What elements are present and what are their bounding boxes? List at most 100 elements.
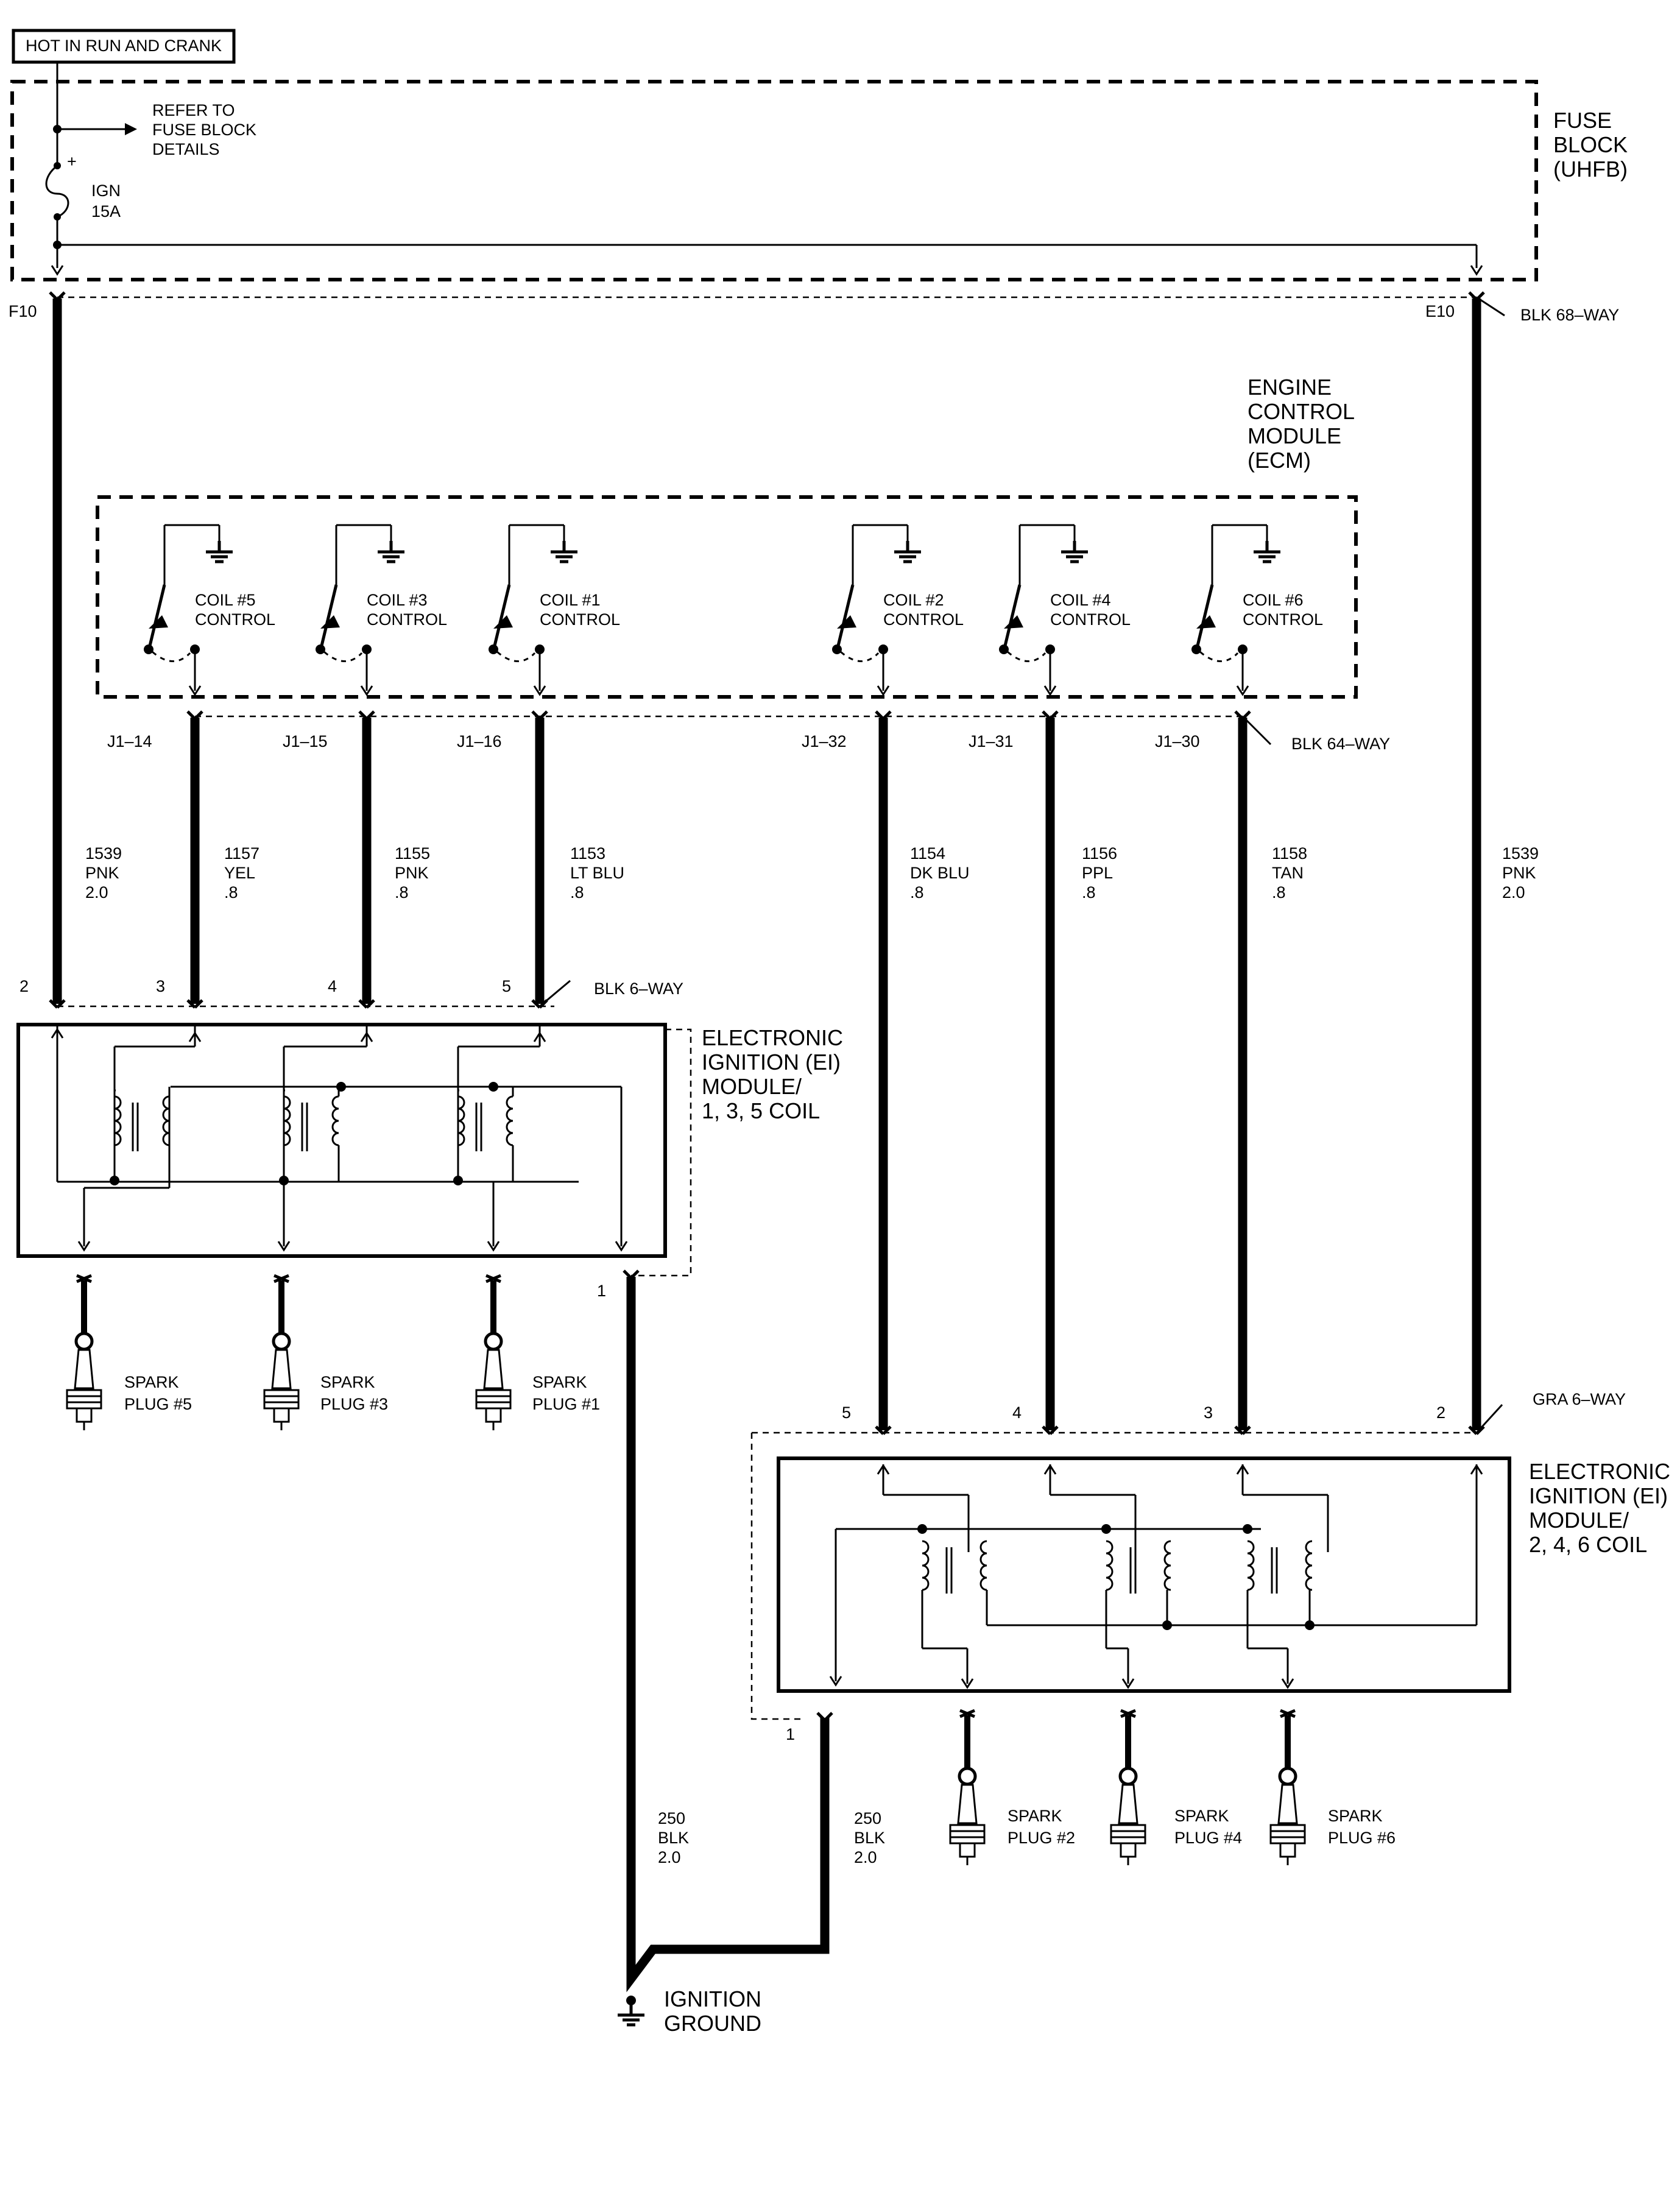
svg-text:PNK: PNK bbox=[395, 864, 429, 882]
fuse-pin-e10: E10 bbox=[1425, 302, 1455, 320]
svg-text:1539: 1539 bbox=[85, 844, 122, 863]
wire-label-1539-right: 1539 PNK 2.0 bbox=[1502, 844, 1539, 902]
ei-a-coil-unit-3 bbox=[453, 1031, 546, 1185]
fuse-block: FUSE BLOCK (UHFB) REFER TO FUSE BLOCK DE… bbox=[10, 62, 1628, 281]
ei-b-coil-unit-2 bbox=[1043, 1464, 1172, 1689]
ecm-title-3: MODULE bbox=[1248, 423, 1341, 448]
spark-plug-5-num: PLUG #5 bbox=[124, 1395, 192, 1413]
ei-b-pin-2: 2 bbox=[1436, 1403, 1445, 1422]
svg-text:BLK: BLK bbox=[658, 1829, 689, 1847]
spark-plug-1-label: SPARK bbox=[532, 1373, 587, 1391]
spark-plug-5-icon bbox=[67, 1276, 101, 1430]
secondary-coil-icon bbox=[506, 1095, 514, 1146]
fuse-plus: + bbox=[67, 152, 77, 171]
ecm-box bbox=[96, 495, 1358, 699]
svg-text:PNK: PNK bbox=[1502, 864, 1536, 882]
svg-text:2.0: 2.0 bbox=[1502, 883, 1525, 902]
wire-label-250-left: 250 BLK 2.0 bbox=[658, 1809, 689, 1866]
secondary-coil-icon bbox=[1305, 1540, 1313, 1591]
spark-plug-5-label: SPARK bbox=[124, 1373, 179, 1391]
svg-text:PPL: PPL bbox=[1082, 864, 1113, 882]
spark-plug-6-label: SPARK bbox=[1328, 1807, 1383, 1825]
ei-a-connector-label: BLK 6–WAY bbox=[594, 980, 683, 998]
wire-250-left bbox=[626, 1277, 830, 1993]
svg-text:.8: .8 bbox=[1082, 883, 1096, 902]
secondary-coil-icon bbox=[331, 1095, 340, 1146]
ei-a-title-1: ELECTRONIC bbox=[702, 1025, 843, 1050]
ground-icon bbox=[206, 541, 233, 562]
spark-plug-3-label: SPARK bbox=[320, 1373, 375, 1391]
fuse-block-title-2: BLOCK bbox=[1553, 132, 1628, 157]
svg-text:.8: .8 bbox=[1272, 883, 1286, 902]
wire-label-1157: 1157 YEL .8 bbox=[224, 844, 259, 902]
svg-text:1539: 1539 bbox=[1502, 844, 1539, 863]
fuse-pin-f10: F10 bbox=[9, 302, 37, 320]
wire-label-1539-left: 1539 PNK 2.0 bbox=[85, 844, 122, 902]
svg-text:.8: .8 bbox=[910, 883, 924, 902]
power-source-text: HOT IN RUN AND CRANK bbox=[26, 37, 222, 55]
ecm-driver-name: COIL #2 bbox=[883, 591, 944, 609]
ei-a-title-2: IGNITION (EI) bbox=[702, 1050, 841, 1075]
ei-b-pin-1: 1 bbox=[786, 1725, 795, 1743]
ei-module-b-coils bbox=[829, 1464, 1483, 1689]
ecm-driver-sub: CONTROL bbox=[883, 610, 964, 629]
ground-icon bbox=[894, 541, 921, 562]
svg-text:.8: .8 bbox=[224, 883, 238, 902]
primary-coil-icon bbox=[921, 1540, 930, 1591]
svg-text:PNK: PNK bbox=[85, 864, 119, 882]
ei-a-coil-unit-1 bbox=[110, 1031, 202, 1185]
svg-text:1157: 1157 bbox=[224, 844, 259, 863]
svg-text:1154: 1154 bbox=[910, 844, 945, 863]
ei-b-title-1: ELECTRONIC bbox=[1529, 1459, 1670, 1484]
spark-plug-2-icon bbox=[950, 1710, 984, 1865]
spark-plug-1-num: PLUG #1 bbox=[532, 1395, 600, 1413]
ground-icon bbox=[618, 2004, 644, 2025]
ei-a-pin-3: 3 bbox=[156, 977, 165, 995]
ecm-pin-j1-16: J1–16 bbox=[457, 732, 502, 750]
ei-a-pin-2: 2 bbox=[19, 977, 29, 995]
primary-coil-icon bbox=[1246, 1540, 1255, 1591]
ecm-driver-name: COIL #3 bbox=[367, 591, 428, 609]
fuse-name: IGN bbox=[91, 182, 121, 200]
ecm-title-4: (ECM) bbox=[1248, 448, 1311, 473]
ei-b-pin-3: 3 bbox=[1204, 1403, 1213, 1422]
ecm-driver-sub: CONTROL bbox=[367, 610, 447, 629]
svg-text:YEL: YEL bbox=[224, 864, 255, 882]
svg-text:TAN: TAN bbox=[1272, 864, 1304, 882]
ecm-driver-name: COIL #1 bbox=[540, 591, 601, 609]
svg-text:1155: 1155 bbox=[395, 844, 430, 863]
wire-label-250-right: 250 BLK 2.0 bbox=[854, 1809, 885, 1866]
ei-a-coil-unit-2 bbox=[279, 1031, 373, 1185]
svg-text:LT BLU: LT BLU bbox=[570, 864, 624, 882]
ei-b-title-3: MODULE/ bbox=[1529, 1508, 1629, 1533]
ei-module-a-coils bbox=[51, 1023, 628, 1251]
ground-label-2: GROUND bbox=[664, 2011, 761, 2036]
ei-a-pin-1: 1 bbox=[597, 1282, 606, 1300]
ei-b-title-2: IGNITION (EI) bbox=[1529, 1483, 1668, 1508]
fuse-rating: 15A bbox=[91, 202, 121, 221]
svg-text:1153: 1153 bbox=[570, 844, 605, 863]
ei-a-pin-4: 4 bbox=[328, 977, 337, 995]
svg-text:1158: 1158 bbox=[1272, 844, 1307, 863]
refer-text-3: DETAILS bbox=[152, 140, 220, 158]
ecm-title-1: ENGINE bbox=[1248, 375, 1332, 400]
ei-b-coil-unit-3 bbox=[1236, 1464, 1329, 1689]
ecm-title-2: CONTROL bbox=[1248, 399, 1355, 424]
spark-plug-4-num: PLUG #4 bbox=[1174, 1829, 1242, 1847]
ecm-driver-name: COIL #6 bbox=[1243, 591, 1304, 609]
svg-text:.8: .8 bbox=[395, 883, 409, 902]
ei-module-b-box bbox=[777, 1456, 1511, 1693]
wire-label-1158: 1158 TAN .8 bbox=[1272, 844, 1307, 902]
ecm-driver-sub: CONTROL bbox=[195, 610, 275, 629]
wire-label-1156: 1156 PPL .8 bbox=[1082, 844, 1117, 902]
ei-b-pin-4: 4 bbox=[1012, 1403, 1022, 1422]
ground-icon bbox=[551, 541, 577, 562]
spark-plug-2-num: PLUG #2 bbox=[1008, 1829, 1075, 1847]
fuse-icon bbox=[45, 164, 69, 218]
